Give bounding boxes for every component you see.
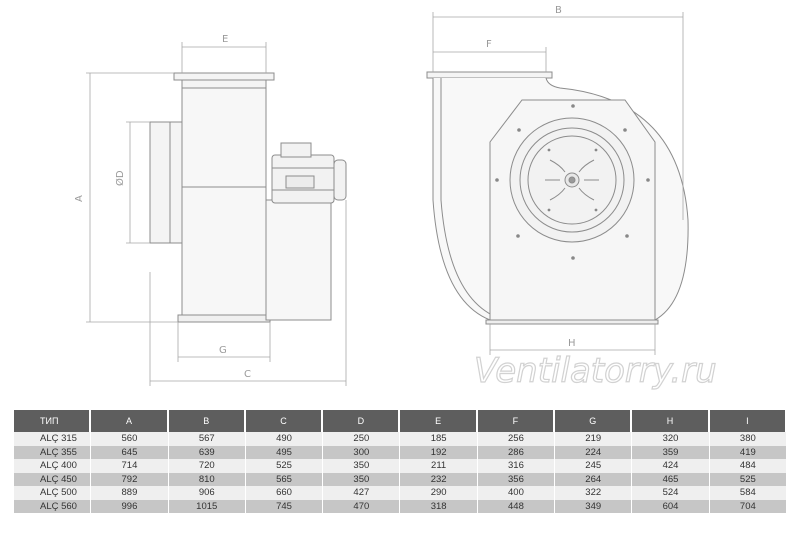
front-view-dimensions [432, 12, 684, 355]
value-cell: 714 [91, 459, 168, 473]
value-cell: 380 [709, 432, 786, 446]
value-cell: 448 [477, 499, 555, 513]
value-cell: 219 [555, 432, 632, 446]
value-cell: 906 [168, 486, 245, 500]
value-cell: 264 [555, 472, 632, 486]
value-cell: 996 [91, 499, 168, 513]
technical-drawing: E A ØD G C B F H Ventilatorry.ru [74, 5, 717, 392]
column-header: A [91, 410, 168, 432]
value-cell: 567 [168, 432, 245, 446]
value-cell: 810 [168, 472, 245, 486]
value-cell: 211 [400, 459, 477, 473]
value-cell: 584 [709, 486, 786, 500]
dim-label-B: B [555, 5, 562, 16]
value-cell: 300 [323, 445, 400, 459]
value-cell: 565 [245, 472, 323, 486]
value-cell: 419 [709, 445, 786, 459]
column-header: ТИП [14, 410, 91, 432]
value-cell: 645 [91, 445, 168, 459]
value-cell: 250 [323, 432, 400, 446]
value-cell: 495 [245, 445, 323, 459]
value-cell: 604 [632, 499, 709, 513]
value-cell: 490 [245, 432, 323, 446]
side-view [149, 72, 347, 323]
column-header: G [555, 410, 632, 432]
model-cell: ALÇ 450 [14, 472, 91, 486]
value-cell: 316 [477, 459, 555, 473]
value-cell: 639 [168, 445, 245, 459]
column-header: H [632, 410, 709, 432]
value-cell: 1015 [168, 499, 245, 513]
value-cell: 359 [632, 445, 709, 459]
value-cell: 224 [555, 445, 632, 459]
value-cell: 185 [400, 432, 477, 446]
dim-label-D: ØD [114, 170, 126, 186]
value-cell: 720 [168, 459, 245, 473]
value-cell: 745 [245, 499, 323, 513]
dim-label-A: A [74, 195, 85, 202]
value-cell: 232 [400, 472, 477, 486]
value-cell: 660 [245, 486, 323, 500]
value-cell: 350 [323, 459, 400, 473]
dim-label-G: G [219, 345, 227, 356]
value-cell: 290 [400, 486, 477, 500]
model-cell: ALÇ 355 [14, 445, 91, 459]
dim-label-C: C [244, 369, 251, 380]
dim-label-F: F [486, 39, 492, 50]
watermark: Ventilatorry.ru [474, 351, 717, 391]
value-cell: 560 [91, 432, 168, 446]
front-view [426, 71, 689, 325]
model-cell: ALÇ 560 [14, 499, 91, 513]
value-cell: 349 [555, 499, 632, 513]
value-cell: 424 [632, 459, 709, 473]
model-cell: ALÇ 500 [14, 486, 91, 500]
value-cell: 465 [632, 472, 709, 486]
table-header-row: ТИП A B C D E F G H I [14, 410, 786, 432]
value-cell: 318 [400, 499, 477, 513]
column-header: B [168, 410, 245, 432]
value-cell: 470 [323, 499, 400, 513]
value-cell: 350 [323, 472, 400, 486]
value-cell: 322 [555, 486, 632, 500]
value-cell: 192 [400, 445, 477, 459]
column-header: E [400, 410, 477, 432]
side-view-dimensions [86, 42, 347, 386]
value-cell: 524 [632, 486, 709, 500]
value-cell: 356 [477, 472, 555, 486]
value-cell: 704 [709, 499, 786, 513]
value-cell: 400 [477, 486, 555, 500]
value-cell: 525 [709, 472, 786, 486]
model-cell: ALÇ 315 [14, 432, 91, 446]
value-cell: 286 [477, 445, 555, 459]
value-cell: 245 [555, 459, 632, 473]
column-header: D [323, 410, 400, 432]
value-cell: 484 [709, 459, 786, 473]
value-cell: 320 [632, 432, 709, 446]
dim-label-H: H [568, 338, 576, 349]
column-header: C [245, 410, 323, 432]
model-cell: ALÇ 400 [14, 459, 91, 473]
dim-label-E: E [222, 34, 228, 45]
value-cell: 427 [323, 486, 400, 500]
front-view-bolts [495, 104, 650, 260]
value-cell: 792 [91, 472, 168, 486]
column-header: F [477, 410, 555, 432]
value-cell: 525 [245, 459, 323, 473]
column-header: I [709, 410, 786, 432]
value-cell: 256 [477, 432, 555, 446]
value-cell: 889 [91, 486, 168, 500]
